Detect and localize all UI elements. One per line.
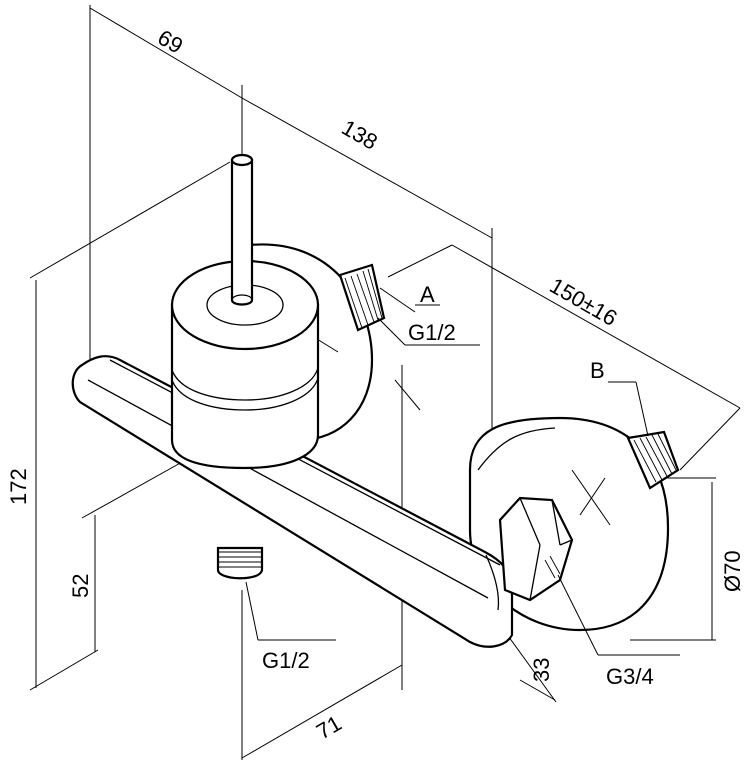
dim-150: 150±16 [546, 273, 622, 331]
leader-lines [245, 287, 680, 656]
dim-52: 52 [68, 574, 93, 598]
dim-33: 33 [529, 658, 554, 682]
dim-172: 172 [6, 468, 31, 505]
callout-g34: G3/4 [606, 664, 654, 689]
dim-71: 71 [312, 710, 346, 744]
mixer-cartridge [170, 153, 320, 470]
dim-69: 69 [154, 25, 188, 59]
callout-b: B [590, 358, 605, 383]
dim-70: Ø70 [720, 550, 745, 592]
dimension-lines [29, 5, 741, 760]
callout-g12-bottom: G1/2 [262, 648, 310, 673]
callout-g12-top: G1/2 [408, 320, 456, 345]
hex-nut [498, 496, 574, 602]
callout-a: A [420, 282, 435, 307]
bottom-outlet [216, 546, 264, 580]
dim-138: 138 [338, 115, 382, 155]
